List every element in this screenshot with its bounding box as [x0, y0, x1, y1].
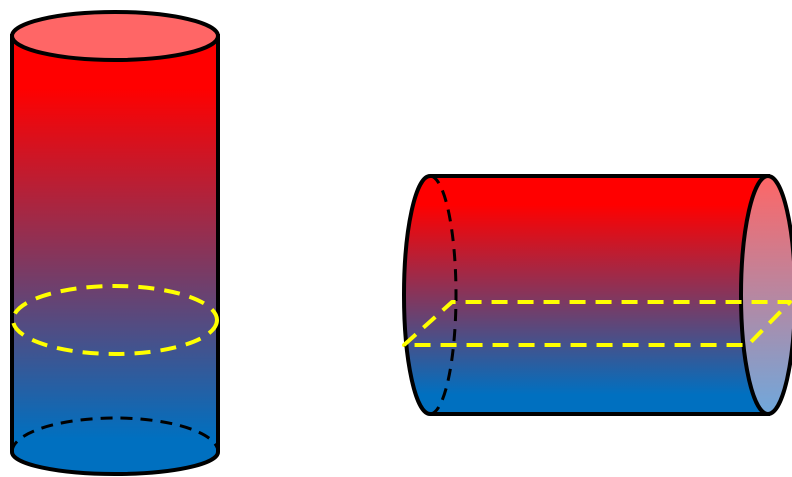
- horizontal-cylinder-right-cap: [739, 174, 792, 416]
- vertical-cylinder-bottom-hidden-edge: [10, 416, 220, 453]
- vertical-cylinder-body: [10, 34, 220, 476]
- vertical-cylinder: [10, 10, 220, 476]
- vertical-cylinder-circular-section: [11, 284, 219, 356]
- horizontal-cylinder-left-hidden-edge: [429, 174, 458, 416]
- horizontal-cylinder-body: [402, 174, 770, 416]
- vertical-cylinder-top-cap: [10, 10, 220, 62]
- horizontal-cylinder-rectangular-section: [402, 300, 792, 347]
- horizontal-cylinder: [402, 174, 792, 416]
